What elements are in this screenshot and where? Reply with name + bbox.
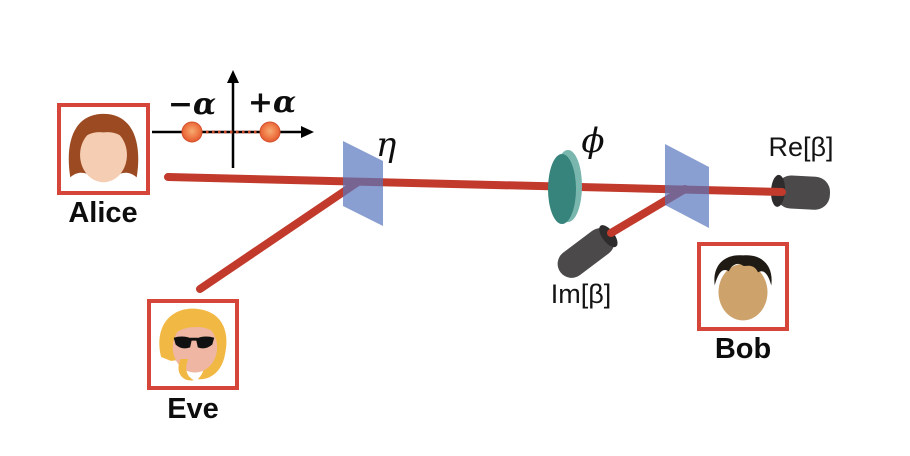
eta-label: η bbox=[375, 125, 397, 165]
re-beta-label: Re[β] bbox=[768, 132, 834, 162]
eve-hair-curl bbox=[178, 358, 194, 381]
coherent-state-minus-dot bbox=[181, 121, 203, 143]
bob-hair bbox=[714, 255, 772, 286]
im-detector-aperture bbox=[599, 225, 618, 248]
y-axis-arrow-icon bbox=[227, 70, 239, 83]
alice-fringe bbox=[80, 124, 127, 141]
eve-portrait-frame bbox=[147, 299, 239, 390]
x-axis-arrow-icon bbox=[301, 126, 314, 138]
bob-face bbox=[718, 263, 768, 321]
coherent-state-plus-dot bbox=[259, 121, 281, 143]
alice-label: Alice bbox=[68, 197, 138, 229]
eve-beam-splitter bbox=[343, 141, 383, 226]
eve-sunglasses-right-lens bbox=[195, 336, 215, 349]
im-beta-label: Im[β] bbox=[550, 279, 612, 309]
eve-tap-beam bbox=[196, 178, 362, 293]
bob-avatar bbox=[714, 255, 772, 321]
phase-plate bbox=[548, 150, 582, 224]
alice-avatar bbox=[68, 113, 139, 183]
bob-label: Bob bbox=[714, 333, 772, 365]
eve-fringe bbox=[168, 318, 221, 338]
minus-alpha-label: −α bbox=[167, 87, 217, 122]
plus-alpha-label: +α bbox=[247, 85, 297, 120]
eve-sunglasses-bridge bbox=[190, 337, 198, 341]
eve-label: Eve bbox=[167, 393, 219, 425]
eve-sunglasses-left-lens bbox=[173, 336, 193, 349]
alice-face bbox=[80, 127, 127, 183]
bob-portrait-frame bbox=[697, 242, 789, 331]
bob-beam-splitter bbox=[665, 144, 709, 228]
eve-avatar bbox=[159, 308, 227, 381]
phi-label: ϕ bbox=[581, 121, 605, 161]
alice-portrait-frame bbox=[57, 103, 150, 195]
im-detector bbox=[557, 225, 618, 278]
